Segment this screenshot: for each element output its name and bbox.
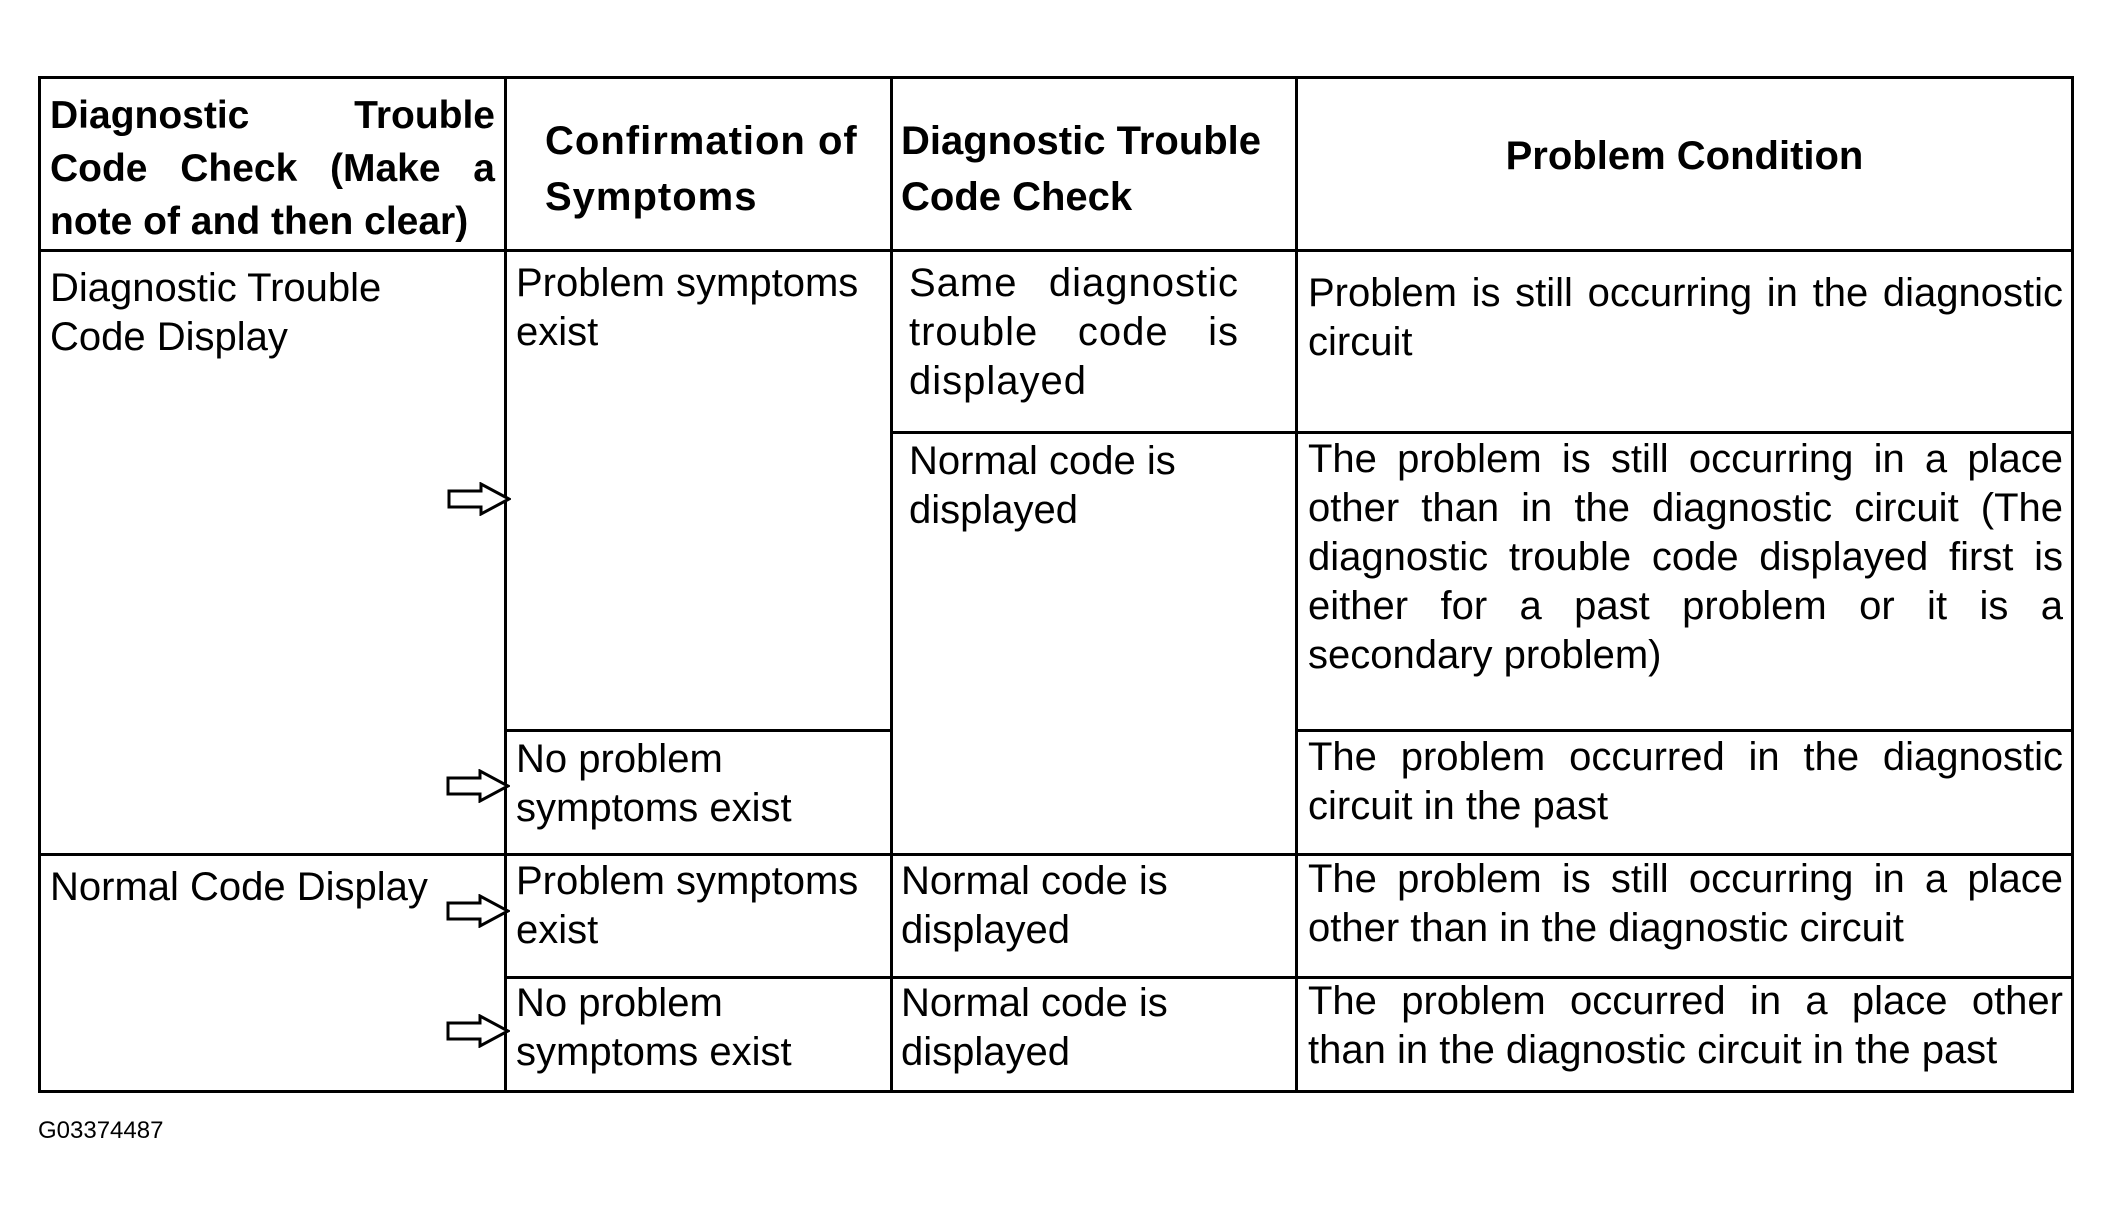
row-divider xyxy=(504,976,2071,979)
cell-normal-code-display: Normal Code Display xyxy=(50,865,428,909)
cell-no-problem-symptoms: No problem symptoms exist xyxy=(516,981,792,1074)
column-divider xyxy=(890,79,893,1090)
diagnostic-table: Diagnostic Trouble Code Check (Make a no… xyxy=(38,76,2074,1093)
row-divider xyxy=(1295,729,2071,732)
header-confirmation-of-symptoms: Confirmation of Symptoms xyxy=(545,119,858,219)
arrow-right-icon xyxy=(446,894,510,928)
cell-condition-3: The problem occurred in the diagnostic c… xyxy=(1308,735,2063,828)
cell-normal-code-displayed: Normal code is displayed xyxy=(901,981,1168,1074)
cell-condition-2: The problem is still occurring in a plac… xyxy=(1308,437,2063,677)
column-divider xyxy=(504,79,507,1090)
header-divider xyxy=(41,249,2071,252)
arrow-right-icon xyxy=(447,482,511,516)
header-problem-condition: Problem Condition xyxy=(1505,134,1864,178)
cell-condition-5: The problem occurred in a place other th… xyxy=(1308,979,2063,1072)
header-dtc-check-clear: Diagnostic Trouble Code Check (Make a no… xyxy=(50,94,495,243)
cell-dtc-display: Diagnostic Trouble Code Display xyxy=(50,266,382,359)
cell-normal-code-displayed: Normal code is displayed xyxy=(909,439,1176,532)
figure-id: G03374487 xyxy=(38,1117,164,1144)
cell-problem-symptoms-exist: Problem symptoms exist xyxy=(516,859,859,952)
cell-same-dtc-displayed: Same diagnostic trouble code is displaye… xyxy=(909,261,1239,403)
cell-condition-1: Problem is still occurring in the diagno… xyxy=(1308,271,2063,364)
row-divider xyxy=(41,853,2071,856)
cell-normal-code-displayed: Normal code is displayed xyxy=(901,859,1168,952)
row-divider xyxy=(891,431,2071,434)
row-divider xyxy=(504,729,890,732)
column-divider xyxy=(1295,79,1298,1090)
cell-condition-4: The problem is still occurring in a plac… xyxy=(1308,857,2063,950)
arrow-right-icon xyxy=(446,1014,510,1048)
header-dtc-check: Diagnostic Trouble Code Check xyxy=(901,119,1262,219)
arrow-right-icon xyxy=(446,769,510,803)
cell-no-problem-symptoms: No problem symptoms exist xyxy=(516,737,792,830)
cell-problem-symptoms-exist: Problem symptoms exist xyxy=(516,261,859,354)
